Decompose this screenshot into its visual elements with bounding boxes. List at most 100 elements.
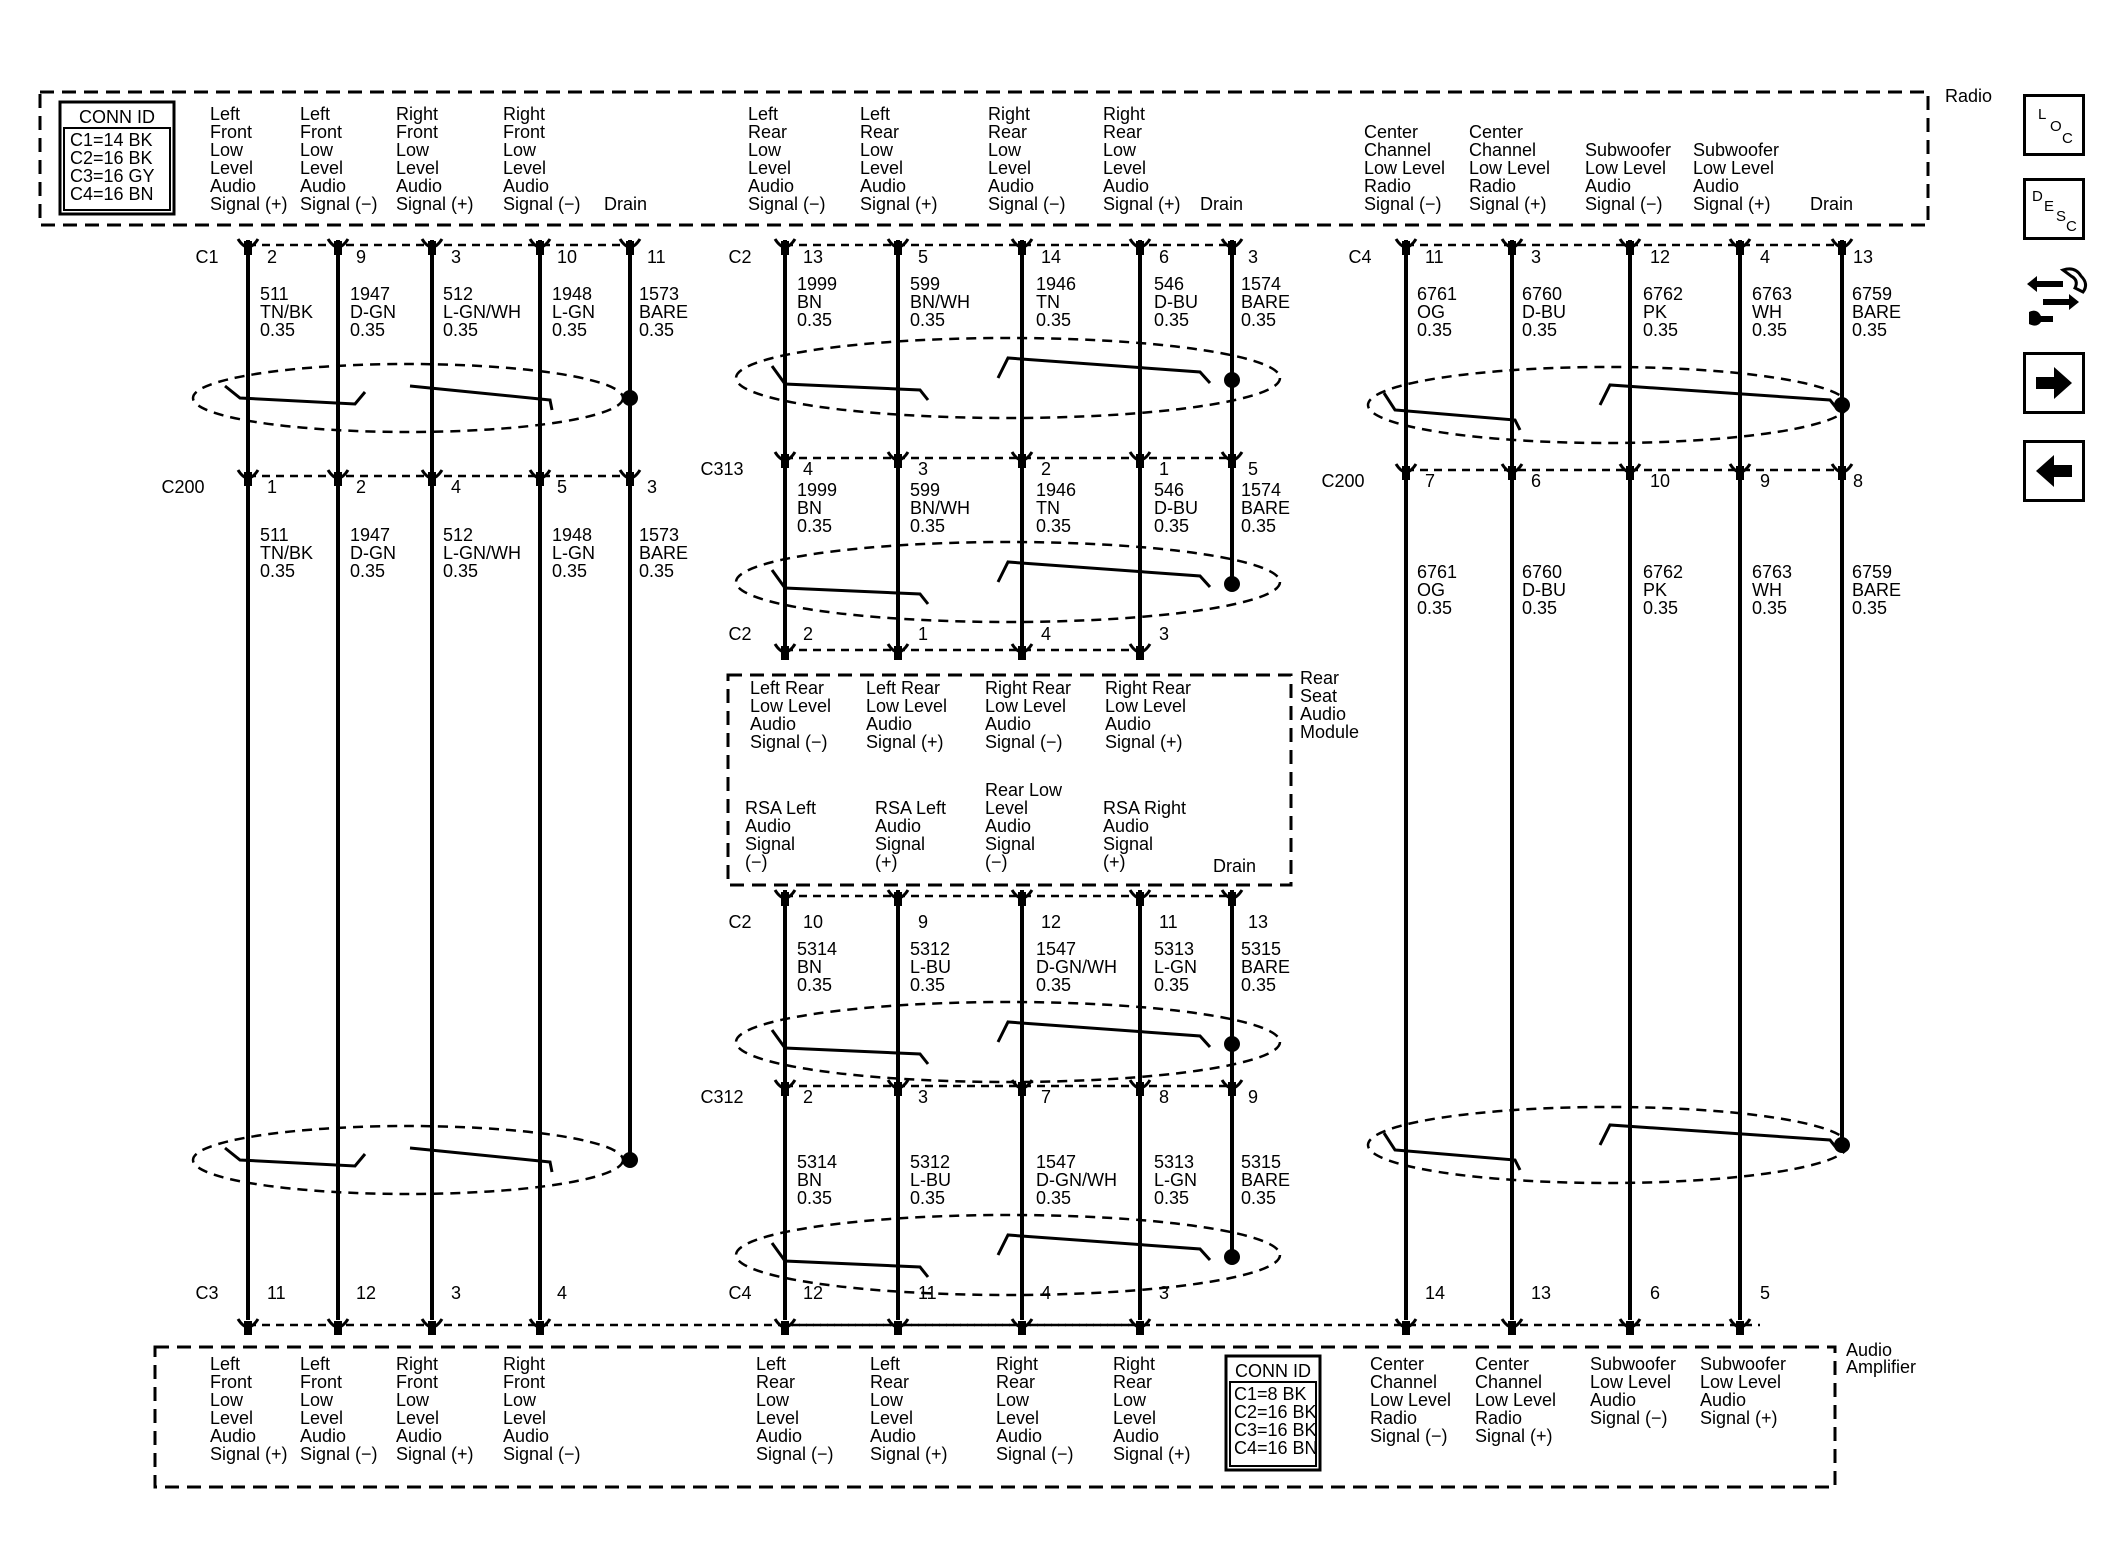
pin-number: 11 xyxy=(1159,912,1178,932)
previous-arrow-button[interactable] xyxy=(2023,440,2085,502)
wire-label-line: 511 xyxy=(260,525,289,545)
pin-number: 5 xyxy=(557,477,567,497)
terminal-pin xyxy=(1018,241,1026,255)
wire-label-line: 0.35 xyxy=(1417,598,1452,618)
radio-signal-label-line: Front xyxy=(300,122,342,142)
pin-number: 2 xyxy=(267,247,277,267)
conn-id-row: C3=16 GY xyxy=(70,166,155,186)
rsa-signal-label-line: Signal (−) xyxy=(750,732,828,752)
terminal-pin xyxy=(1018,454,1026,468)
amplifier-signal-label-line: Audio xyxy=(1700,1390,1746,1410)
amplifier-signal-label-line: Rear xyxy=(870,1372,909,1392)
arrow-left-icon xyxy=(2036,455,2072,487)
pin-number: 10 xyxy=(1650,471,1670,491)
rsa-signal-label-line: Audio xyxy=(985,816,1031,836)
wire-label-line: 0.35 xyxy=(1852,598,1887,618)
connector-tools-icon[interactable] xyxy=(2023,262,2093,328)
description-button[interactable]: D E S C xyxy=(2023,178,2085,240)
pin-number: 5 xyxy=(1760,1283,1770,1303)
amplifier-signal-label-line: Center xyxy=(1370,1354,1424,1374)
amplifier-signal-label-line: Audio xyxy=(1113,1426,1159,1446)
amplifier-signal-label-line: Level xyxy=(396,1408,439,1428)
pin-number: 12 xyxy=(1650,247,1670,267)
wire-label-line: BARE xyxy=(1241,498,1290,518)
wire-label-line: D-GN xyxy=(350,302,396,322)
radio-signal-label-line: Audio xyxy=(1693,176,1739,196)
terminal-pin xyxy=(894,646,902,660)
wire-label-line: 1574 xyxy=(1241,274,1281,294)
terminal-pin xyxy=(1626,1321,1634,1335)
pin-number: 5 xyxy=(918,247,928,267)
pin-number: 11 xyxy=(918,1283,937,1303)
wire-label-line: 0.35 xyxy=(1643,598,1678,618)
amplifier-signal-label-line: Front xyxy=(210,1372,252,1392)
radio-signal-label-line: Low xyxy=(503,140,537,160)
pin-number: 4 xyxy=(1760,247,1770,267)
radio-conn-id: CONN ID C1=14 BK C2=16 BK C3=16 GY C4=16… xyxy=(58,100,176,216)
shield-twist xyxy=(1598,1123,1840,1151)
wire-label-line: PK xyxy=(1643,302,1667,322)
wire-label-line: 6762 xyxy=(1643,562,1683,582)
radio-signal-label-line: Level xyxy=(1103,158,1146,178)
terminal-pin xyxy=(428,1321,436,1335)
radio-label: Radio xyxy=(1945,86,1992,106)
terminal-pin xyxy=(781,892,789,906)
loc-letter: C xyxy=(2062,130,2073,147)
radio-signal-label-line: Subwoofer xyxy=(1585,140,1671,160)
amplifier-signal-label-line: Low xyxy=(1113,1390,1147,1410)
radio-signal-label-line: Rear xyxy=(988,122,1027,142)
wire-label-line: 0.35 xyxy=(797,516,832,536)
pin-number: 14 xyxy=(1041,247,1061,267)
pin-number: 1 xyxy=(918,624,928,644)
wire-label-line: 0.35 xyxy=(639,320,674,340)
wire-label-line: TN xyxy=(1036,292,1060,312)
terminal-pin xyxy=(1508,241,1516,255)
rsa-signal-label-line: Signal xyxy=(985,834,1035,854)
amplifier-signal-label-line: Left xyxy=(756,1354,786,1374)
rsa-signal-label-line: Left Rear xyxy=(750,678,824,698)
amplifier-signal-label-line: Channel xyxy=(1475,1372,1542,1392)
radio-signal-label-line: Audio xyxy=(860,176,906,196)
wire-label-line: TN xyxy=(1036,498,1060,518)
amplifier-signal-label-line: Signal (+) xyxy=(1113,1444,1191,1464)
wire-label-line: 0.35 xyxy=(639,561,674,581)
amplifier-signal-label-line: Signal (−) xyxy=(756,1444,834,1464)
desc-letter: C xyxy=(2066,218,2077,235)
conn-id-row: C4=16 BN xyxy=(70,184,154,204)
amplifier-signal-label-line: Low Level xyxy=(1475,1390,1556,1410)
next-arrow-button[interactable] xyxy=(2023,352,2085,414)
amplifier-signal-label-line: Low Level xyxy=(1700,1372,1781,1392)
wire-label-line: BARE xyxy=(1241,957,1290,977)
wire-label-line: BARE xyxy=(639,543,688,563)
radio-signal-label: Drain xyxy=(1810,194,1853,214)
amplifier-signal-label-line: Audio xyxy=(756,1426,802,1446)
wire-label-line: OG xyxy=(1417,580,1445,600)
wire-label-line: 1946 xyxy=(1036,274,1076,294)
terminal-pin xyxy=(894,1321,902,1335)
radio-signal-label-line: Level xyxy=(210,158,253,178)
location-button[interactable]: L O C xyxy=(2023,94,2085,156)
pin-number: 8 xyxy=(1853,471,1863,491)
radio-signal-label-line: Left xyxy=(748,104,778,124)
wire-label-line: BARE xyxy=(1241,1170,1290,1190)
shield xyxy=(734,1213,1282,1297)
connector-label: C3 xyxy=(195,1283,218,1303)
pin-number: 6 xyxy=(1159,247,1169,267)
terminal-pin xyxy=(536,241,544,255)
wire-label-line: BN xyxy=(797,957,822,977)
amplifier-signal-label-line: Signal (−) xyxy=(1590,1408,1668,1428)
rsa-signal-label-line: Audio xyxy=(745,816,791,836)
